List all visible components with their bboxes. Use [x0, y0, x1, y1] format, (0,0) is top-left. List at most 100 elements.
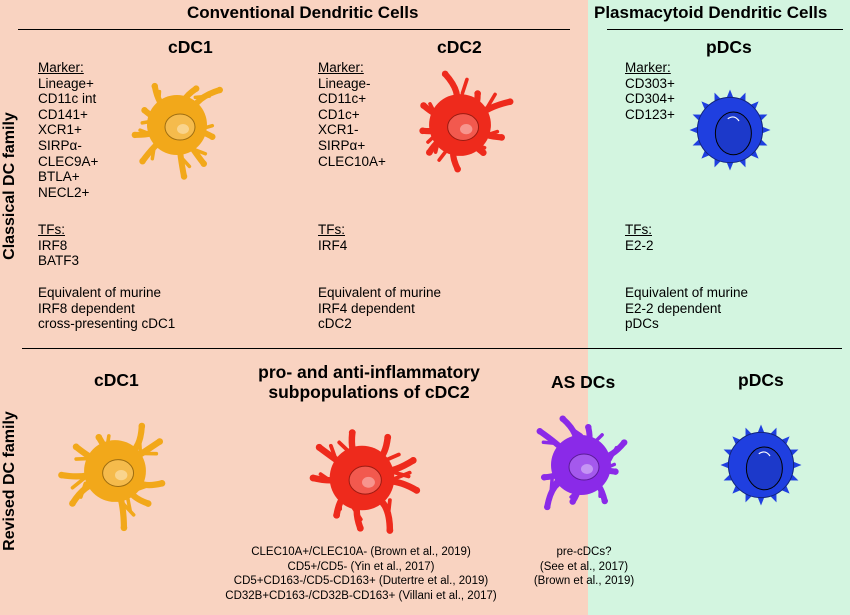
dendrite-tip — [69, 500, 76, 507]
revised-cdc2-title-line: pro- and anti-inflammatory — [258, 362, 480, 382]
dendrite-tip — [95, 433, 103, 441]
dendrite-branch — [460, 77, 469, 96]
equivalent-line: IRF4 dependent — [318, 300, 415, 316]
marker-item: BTLA+ — [38, 169, 80, 185]
cdc2-equivalent: Equivalent of murine IRF4 dependent cDC2 — [318, 285, 441, 332]
dendrite-tip — [192, 85, 200, 92]
marker-item: CD11c int — [38, 91, 97, 107]
reference-line: CD32B+CD163-/CD32B-CD163+ (Villani et al… — [225, 589, 497, 602]
marker-label: Marker: — [625, 60, 671, 75]
marker-label: Marker: — [318, 60, 364, 75]
reference-line: CD5+/CD5- (Yin et al., 2017) — [287, 560, 435, 573]
equivalent-line: IRF8 dependent — [38, 300, 135, 316]
dendrite-tip — [315, 443, 323, 451]
reference-line: pre-cDCs? — [556, 546, 612, 558]
dendrite-tip — [200, 160, 207, 167]
revised-pdcs-title: pDCs — [738, 370, 784, 390]
dendrite-tip — [536, 428, 543, 435]
pdc-cell-illustration — [689, 89, 771, 171]
pdcs-marker-list: Marker: CD303+ CD304+ CD123+ — [625, 60, 675, 122]
cell-spike — [779, 483, 790, 494]
dendrite-branch — [79, 481, 88, 499]
dendrite-branch — [190, 147, 208, 156]
cdc2-cell-illustration — [419, 70, 514, 173]
dendrite-tip — [420, 102, 427, 109]
dendrite-tip — [384, 433, 392, 441]
cell-spike — [779, 436, 790, 447]
reference-line: (Brown et al., 2019) — [533, 575, 635, 587]
dendrite-tip — [209, 133, 216, 140]
asdc-references: pre-cDCs? (See et al., 2017) (Brown et a… — [519, 545, 649, 589]
dendrite-tip — [58, 471, 65, 479]
revised-cdc2-title-line: subpopulations of cDC2 — [268, 382, 470, 402]
marker-item: SIRPα+ — [318, 137, 366, 153]
dendrite-tip — [151, 82, 158, 90]
marker-item: CD304+ — [625, 91, 675, 107]
dendrite-tip — [120, 524, 128, 532]
equivalent-line: pDCs — [625, 316, 659, 332]
cdc1-equivalent: Equivalent of murine IRF8 dependent cros… — [38, 285, 175, 332]
nucleus-highlight — [581, 464, 593, 474]
dendrite-tip — [180, 173, 188, 180]
dendrite-tip — [506, 98, 514, 106]
dendrite-tip — [386, 527, 394, 534]
marker-item: CD1c+ — [318, 106, 360, 122]
header-divider-right — [607, 29, 843, 30]
tf-item: BATF3 — [38, 253, 80, 269]
dendrite-branch — [193, 94, 211, 100]
revised-row-label: Revised DC family — [1, 411, 18, 551]
dendrite-tip — [454, 165, 461, 173]
cdc2-subpopulation-references: CLEC10A+/CLEC10A- (Brown et al., 2019) C… — [196, 545, 526, 603]
dendrite-tip — [158, 480, 166, 487]
tf-label: TFs: — [625, 222, 652, 237]
equivalent-line: E2-2 dependent — [625, 300, 722, 316]
dendrite-tip — [426, 149, 433, 156]
marker-item: Lineage- — [318, 75, 371, 91]
marker-item: CLEC9A+ — [38, 153, 99, 169]
cell-spike — [701, 148, 712, 159]
marker-item: CLEC10A+ — [318, 153, 386, 169]
header-divider-left — [18, 29, 570, 30]
dendrite-branch — [567, 425, 583, 437]
dendrite-tip — [144, 500, 152, 507]
tf-item: IRF4 — [318, 237, 348, 253]
dendrite-tip — [540, 474, 548, 481]
nucleus-highlight — [115, 469, 128, 481]
equivalent-line: Equivalent of murine — [318, 285, 442, 300]
cdc1-tf-list: TFs: IRF8 BATF3 — [38, 222, 79, 269]
cell-spike — [748, 101, 759, 112]
revised-asdc-title: AS DCs — [551, 372, 616, 392]
dendrite-tip — [72, 443, 80, 451]
marker-item: Lineage+ — [38, 75, 94, 91]
dendrite-branch — [150, 143, 157, 161]
revised-cdc1-cell-illustration — [58, 422, 166, 532]
equivalent-line: cDC2 — [318, 316, 352, 332]
dendrite-tip — [141, 107, 148, 114]
dendrite-tip — [441, 70, 449, 78]
cdc1-cell-illustration — [131, 82, 223, 180]
asdc-cell-illustration — [536, 415, 628, 511]
dendrite-tip — [131, 131, 139, 139]
cdc1-marker-list: Marker: Lineage+ CD11c int CD141+ XCR1+ … — [38, 60, 98, 200]
revised-cdc1-title: cDC1 — [94, 370, 139, 390]
classical-cdc2-title: cDC2 — [437, 37, 482, 57]
nucleus-highlight — [177, 124, 189, 134]
dendrite-tip — [559, 415, 566, 422]
marker-item: SIRPα- — [38, 137, 82, 153]
classical-cdc1-title: cDC1 — [168, 37, 213, 57]
pdcs-equivalent: Equivalent of murine E2-2 dependent pDCs — [625, 285, 748, 332]
revised-pdc-cell-illustration — [720, 424, 802, 506]
cell-nucleus — [745, 446, 783, 491]
dendrite-tip — [612, 468, 619, 475]
marker-item: XCR1+ — [38, 122, 82, 138]
dendrite-tip — [419, 127, 426, 135]
dendrite-tip — [356, 524, 364, 532]
dendrite-tip — [216, 86, 223, 94]
marker-item: CD141+ — [38, 106, 88, 122]
revised-cdc2-title: pro- and anti-inflammatory subpopulation… — [234, 362, 504, 402]
dendrite-branch — [608, 445, 619, 462]
dendrite-tip — [156, 438, 164, 445]
cell-spike — [732, 436, 743, 447]
dendrite-branch — [386, 498, 392, 518]
marker-item: NECL2+ — [38, 184, 90, 200]
